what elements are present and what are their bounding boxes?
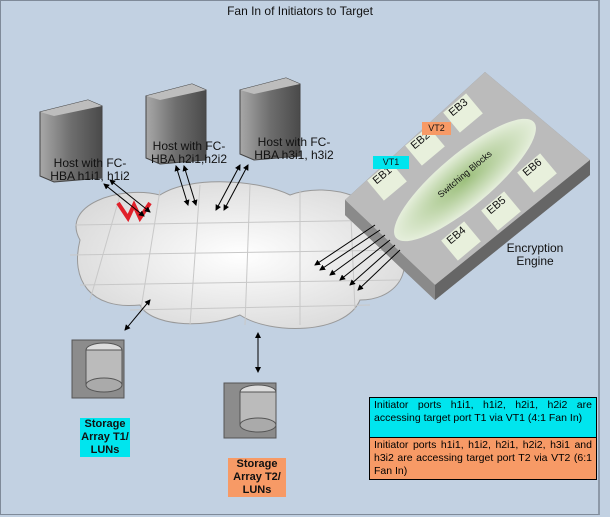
host-server-1 [39,99,103,183]
legend-vt1: Initiator ports h1i1, h1i2, h2i1, h2i2 a… [369,397,597,438]
host-label-2: Host with FC-HBA h2i1,h2i2 [150,139,228,166]
diagram-frame [0,0,600,515]
storage-t2-label: Storage Array T2/ LUNs [228,458,286,497]
host-links [103,164,261,373]
vt2-tag: VT2 [422,122,451,135]
storage-t1-label: Storage Array T1/ LUNs [80,418,130,457]
vt1-tag: VT1 [373,156,409,169]
legend-vt2: Initiator ports h1i1, h1i2, h2i1, h2i2, … [369,437,597,480]
host-server-3 [239,77,301,161]
engine-ports-links [314,224,401,291]
host-label-3: Host with FC-HBA h3i1, h3i2 [254,135,334,162]
switching-blocks [394,118,536,242]
host-server-2 [145,83,207,165]
diagram-title: Fan In of Initiators to Target [227,4,373,18]
host-label-1: Host with FC-HBA h1i1, h1i2 [50,156,130,183]
engine-label: Encryption Engine [506,241,564,268]
